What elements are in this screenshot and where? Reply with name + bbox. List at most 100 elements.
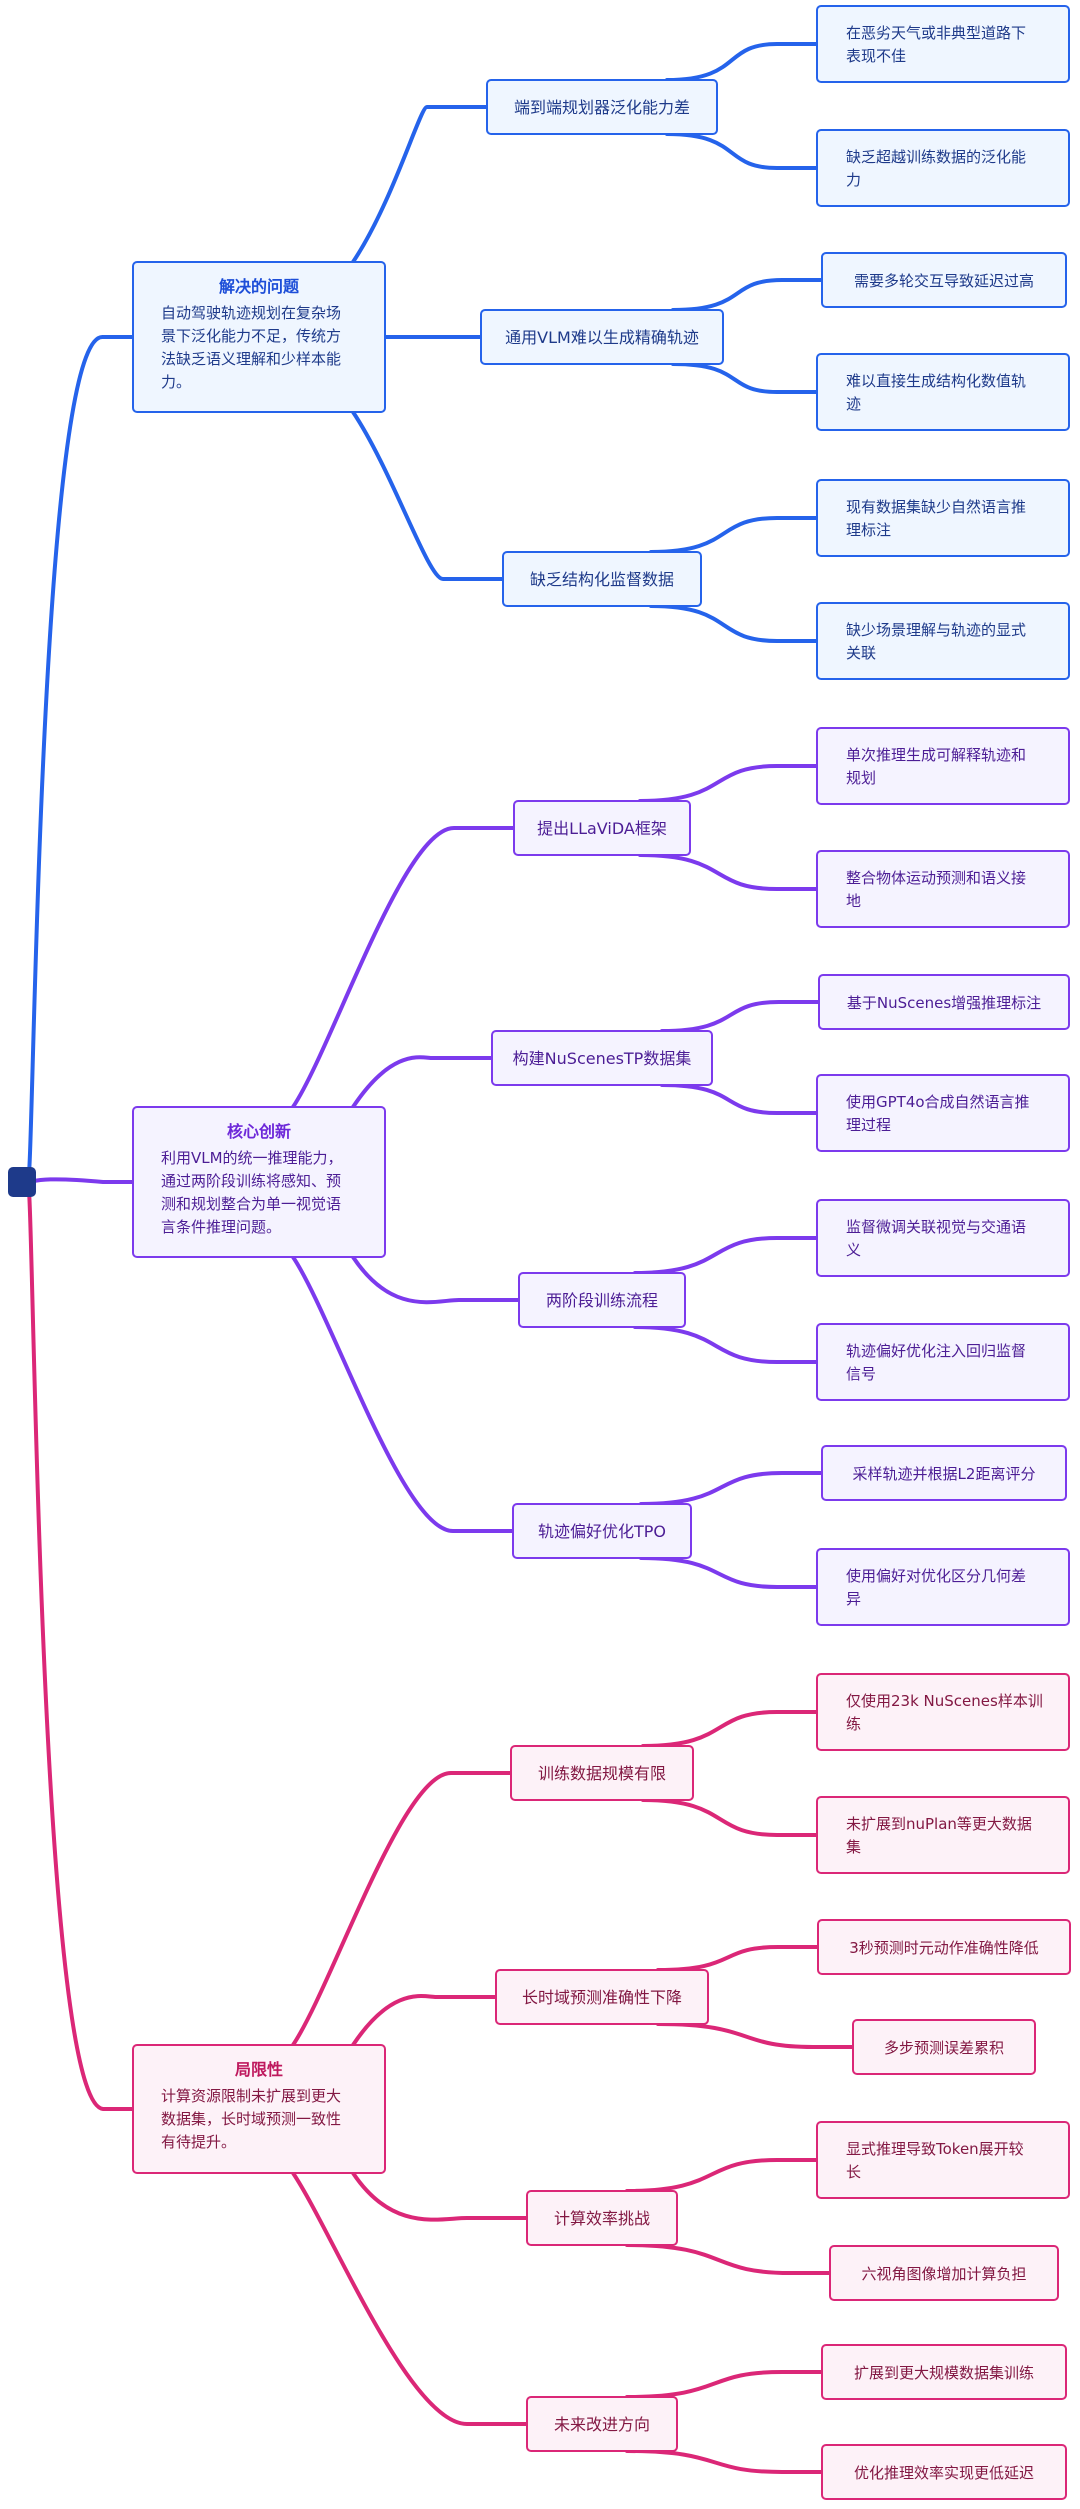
leaf-node[interactable]: 扩展到更大规模数据集训练 — [821, 2344, 1067, 2400]
sub-topic-box[interactable] — [526, 2190, 678, 2246]
leaf-box[interactable] — [816, 129, 1070, 207]
connector-child-leaf — [639, 1556, 819, 1589]
root-node[interactable] — [8, 1167, 36, 1197]
sub-topic-box[interactable] — [518, 1272, 686, 1328]
sub-topic-node[interactable]: 长时域预测准确性下降 — [495, 1969, 709, 2025]
sub-topic-node[interactable]: 计算效率挑战 — [526, 2190, 678, 2246]
leaf-node[interactable]: 六视角图像增加计算负担 — [829, 2245, 1059, 2301]
sub-topic-node[interactable]: 训练数据规模有限 — [510, 1745, 694, 1801]
leaf-box[interactable] — [816, 1323, 1070, 1401]
sub-topic-node[interactable]: 两阶段训练流程 — [518, 1272, 686, 1328]
branch-node-2[interactable]: 核心创新利用VLM的统一推理能力，通过两阶段训练将感知、预测和规划整合为单一视觉… — [132, 1106, 386, 1258]
leaf-box[interactable] — [816, 1199, 1070, 1277]
leaf-node[interactable]: 需要多轮交互导致延迟过高 — [821, 252, 1067, 308]
leaf-box[interactable] — [816, 479, 1070, 557]
leaf-text-line: 现有数据集缺少自然语言推 — [846, 498, 1026, 516]
leaf-box[interactable] — [829, 2245, 1059, 2301]
sub-topic-node[interactable]: 端到端规划器泛化能力差 — [486, 79, 718, 135]
branch-node-box[interactable] — [132, 261, 386, 413]
leaf-node[interactable]: 基于NuScenes增强推理标注 — [818, 974, 1070, 1030]
nodes-layer: 解决的问题自动驾驶轨迹规划在复杂场景下泛化能力不足，传统方法缺乏语义理解和少样本… — [8, 5, 1071, 2500]
branch-title: 核心创新 — [227, 1122, 291, 1141]
sub-topic-box[interactable] — [486, 79, 718, 135]
connector-branch-child — [351, 1255, 521, 1305]
sub-topic-node[interactable]: 轨迹偏好优化TPO — [512, 1503, 692, 1559]
leaf-box[interactable] — [818, 974, 1070, 1030]
sub-topic-node[interactable]: 提出LLaViDA框架 — [513, 800, 691, 856]
sub-topic-node[interactable]: 通用VLM难以生成精确轨迹 — [480, 309, 724, 365]
branch-node-box[interactable] — [132, 2044, 386, 2174]
sub-topic-box[interactable] — [495, 1969, 709, 2025]
connector-child-leaf — [641, 1798, 819, 1837]
leaf-box[interactable] — [816, 1796, 1070, 1874]
leaf-box[interactable] — [816, 727, 1070, 805]
sub-topic-box[interactable] — [502, 551, 702, 607]
leaf-node[interactable]: 采样轨迹并根据L2距离评分 — [821, 1445, 1067, 1501]
connector-child-leaf — [656, 1945, 820, 1972]
leaf-text-line: 力 — [846, 171, 861, 189]
connector-root-branch-2 — [26, 1177, 135, 1184]
sub-topic-box[interactable] — [491, 1030, 713, 1086]
leaf-box[interactable] — [821, 252, 1067, 308]
branch-title: 局限性 — [235, 2060, 283, 2079]
sub-topic-box[interactable] — [512, 1503, 692, 1559]
sub-topic-box[interactable] — [513, 800, 691, 856]
leaf-box[interactable] — [821, 2444, 1067, 2500]
leaf-box[interactable] — [817, 1919, 1071, 1975]
leaf-box[interactable] — [852, 2019, 1036, 2075]
sub-topic-node[interactable]: 构建NuScenesTP数据集 — [491, 1030, 713, 1086]
leaf-node[interactable]: 多步预测误差累积 — [852, 2019, 1036, 2075]
sub-topic-node[interactable]: 缺乏结构化监督数据 — [502, 551, 702, 607]
leaf-box[interactable] — [821, 2344, 1067, 2400]
leaf-box[interactable] — [816, 850, 1070, 928]
leaf-box[interactable] — [816, 1673, 1070, 1751]
leaf-box[interactable] — [816, 2121, 1070, 2199]
leaf-node[interactable]: 优化推理效率实现更低延迟 — [821, 2444, 1067, 2500]
branch-description-line: 法缺乏语义理解和少样本能 — [161, 350, 341, 368]
connector-root-branch-3 — [26, 1180, 135, 2111]
root-node-box[interactable] — [8, 1167, 36, 1197]
leaf-node[interactable]: 3秒预测时元动作准确性降低 — [817, 1919, 1071, 1975]
branch-node-box[interactable] — [132, 1106, 386, 1258]
leaf-box[interactable] — [816, 1074, 1070, 1152]
sub-topic-label: 未来改进方向 — [554, 2415, 650, 2434]
branch-description-line: 数据集，长时域预测一致性 — [161, 2110, 341, 2128]
leaf-box[interactable] — [816, 1548, 1070, 1626]
connector-child-leaf — [660, 1000, 821, 1033]
leaf-box[interactable] — [816, 353, 1070, 431]
connector-child-leaf — [671, 278, 824, 312]
connector-child-leaf — [633, 1325, 819, 1364]
connector-child-leaf — [638, 853, 819, 891]
sub-topic-label: 训练数据规模有限 — [538, 1764, 666, 1783]
sub-topic-box[interactable] — [510, 1745, 694, 1801]
branch-node-1[interactable]: 解决的问题自动驾驶轨迹规划在复杂场景下泛化能力不足，传统方法缺乏语义理解和少样本… — [132, 261, 386, 413]
leaf-text-line: 地 — [846, 892, 861, 910]
sub-topic-node[interactable]: 未来改进方向 — [526, 2396, 678, 2452]
sub-topic-box[interactable] — [480, 309, 724, 365]
leaf-text-line: 理过程 — [846, 1116, 891, 1134]
leaf-box[interactable] — [816, 602, 1070, 680]
connector-child-leaf — [665, 42, 819, 82]
sub-topic-box[interactable] — [526, 2396, 678, 2452]
leaf-text-line: 单次推理生成可解释轨迹和 — [846, 746, 1026, 764]
leaf-box[interactable] — [816, 5, 1070, 83]
leaf-text-line: 缺少场景理解与轨迹的显式 — [846, 621, 1026, 639]
branch-description-line: 有待提升。 — [161, 2133, 236, 2151]
leaf-box[interactable] — [821, 1445, 1067, 1501]
connector-child-leaf — [641, 1710, 819, 1748]
